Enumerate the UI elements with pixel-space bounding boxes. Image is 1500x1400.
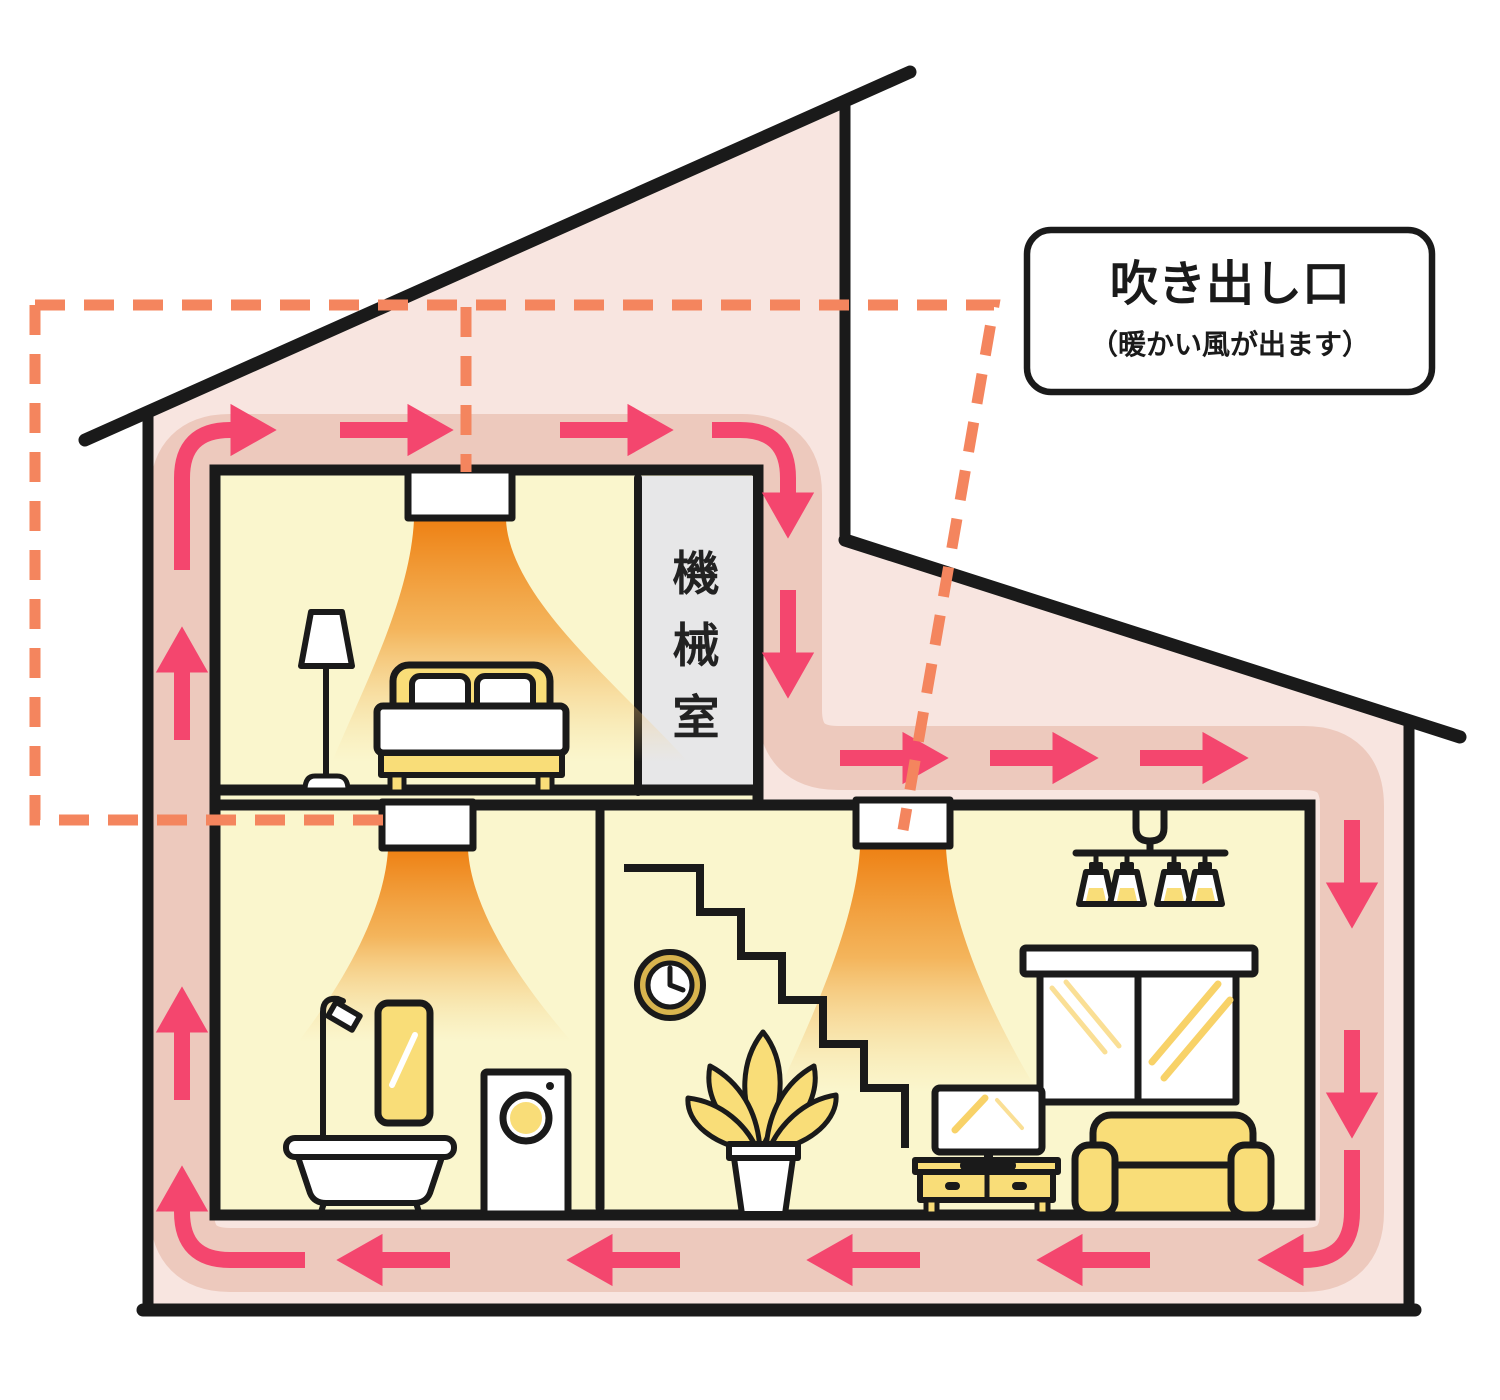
duct-line-top-to-living-vent bbox=[35, 299, 1001, 831]
mirror-glare bbox=[389, 1032, 418, 1088]
tv-screen-glare-2 bbox=[995, 1098, 1024, 1130]
bed bbox=[373, 661, 570, 795]
washing-machine-door-glass bbox=[510, 1102, 542, 1134]
tv-stand-leg-right bbox=[1034, 1197, 1051, 1217]
washing-machine-door bbox=[499, 1091, 553, 1145]
bed-leg-left bbox=[387, 772, 407, 795]
arrow-corner-bottom-left bbox=[155, 1165, 305, 1268]
clock-hands bbox=[667, 965, 686, 993]
duct-line-left-to-bathroom-vent bbox=[29, 305, 384, 826]
bed-mattress bbox=[373, 702, 570, 757]
wall-clock bbox=[634, 949, 706, 1021]
tv-stand-leg-left bbox=[923, 1197, 940, 1217]
plant-leaf-far-left bbox=[685, 1095, 761, 1155]
living-vent-warm-air-cone bbox=[778, 848, 1038, 1092]
bathroom-vent bbox=[378, 798, 477, 852]
tv-base bbox=[960, 1161, 1016, 1170]
air-circulation-arrows bbox=[155, 403, 1379, 1287]
bathtub bbox=[283, 1135, 457, 1218]
pendant-bulb-4 bbox=[1195, 888, 1215, 901]
duct-dashed-lines bbox=[29, 299, 1001, 831]
roof-upper-line bbox=[78, 65, 917, 447]
window-glare-right bbox=[1148, 980, 1234, 1082]
ceiling-light-track bbox=[1072, 806, 1229, 907]
pendant-bulb-2 bbox=[1117, 888, 1137, 901]
callout-subtitle: （暖かい風が出ます） bbox=[1090, 328, 1370, 360]
pendant-bulb-1 bbox=[1086, 888, 1106, 901]
window-glare-left bbox=[1049, 979, 1122, 1055]
washing-machine-dial bbox=[546, 1082, 554, 1090]
second-floor: 機 械 室 bbox=[209, 464, 764, 811]
plant-pot bbox=[731, 1155, 796, 1217]
arrow-corner-bottom-right bbox=[1257, 1150, 1360, 1287]
staircase bbox=[624, 864, 909, 1148]
bed-base bbox=[378, 750, 565, 778]
callout-box bbox=[1023, 226, 1436, 396]
machine-room-label-char3: 室 bbox=[673, 691, 720, 744]
tv-stand-knob-left bbox=[945, 1182, 960, 1190]
tv-screen-glare bbox=[951, 1094, 989, 1134]
first-floor bbox=[209, 796, 1316, 1221]
bed-leg-right bbox=[535, 772, 555, 795]
floor-lamp-shade bbox=[298, 609, 355, 669]
potted-plant bbox=[685, 1029, 839, 1217]
pendant-bulb-3 bbox=[1164, 888, 1184, 901]
stair-hall bbox=[624, 864, 909, 1217]
bathtub-foot-right bbox=[413, 1200, 423, 1218]
window bbox=[1019, 944, 1259, 1106]
arrow-corner-to-down bbox=[712, 422, 815, 539]
arrow-corner-top-left bbox=[174, 403, 277, 570]
washing-machine bbox=[480, 1068, 572, 1218]
floor-lamp-base bbox=[302, 773, 351, 793]
bathtub-foot-left bbox=[317, 1200, 327, 1218]
bathroom bbox=[283, 798, 572, 1218]
tv-screen bbox=[931, 1084, 1046, 1156]
living-room bbox=[852, 796, 1275, 1219]
sofa-seat bbox=[1101, 1161, 1245, 1219]
bedroom-vent bbox=[404, 466, 516, 522]
callout-label: 吹き出し口 （暖かい風が出ます） bbox=[1023, 226, 1436, 396]
bathroom-vent-warm-air-cone bbox=[298, 850, 572, 1042]
tv-and-stand bbox=[912, 1084, 1061, 1217]
tv-stand-knob-right bbox=[1012, 1182, 1027, 1190]
sofa bbox=[1071, 1111, 1275, 1219]
sofa-arm-left bbox=[1071, 1141, 1119, 1219]
sofa-arm-right bbox=[1227, 1141, 1275, 1219]
machine-room-label-char1: 機 bbox=[673, 547, 720, 600]
machine-room-label-char2: 械 bbox=[673, 619, 720, 672]
tv-neck bbox=[984, 1152, 993, 1163]
shower-pole bbox=[320, 995, 346, 1141]
pendant-lamp-icons bbox=[1076, 850, 1225, 907]
callout-title: 吹き出し口 bbox=[1110, 258, 1350, 311]
shower-head bbox=[325, 999, 363, 1033]
plant-leaf-far-right bbox=[765, 1092, 839, 1155]
window-top-rail bbox=[1019, 944, 1259, 978]
shower bbox=[320, 995, 363, 1141]
bathtub-body bbox=[295, 1154, 445, 1206]
floor-lamp bbox=[298, 609, 355, 793]
